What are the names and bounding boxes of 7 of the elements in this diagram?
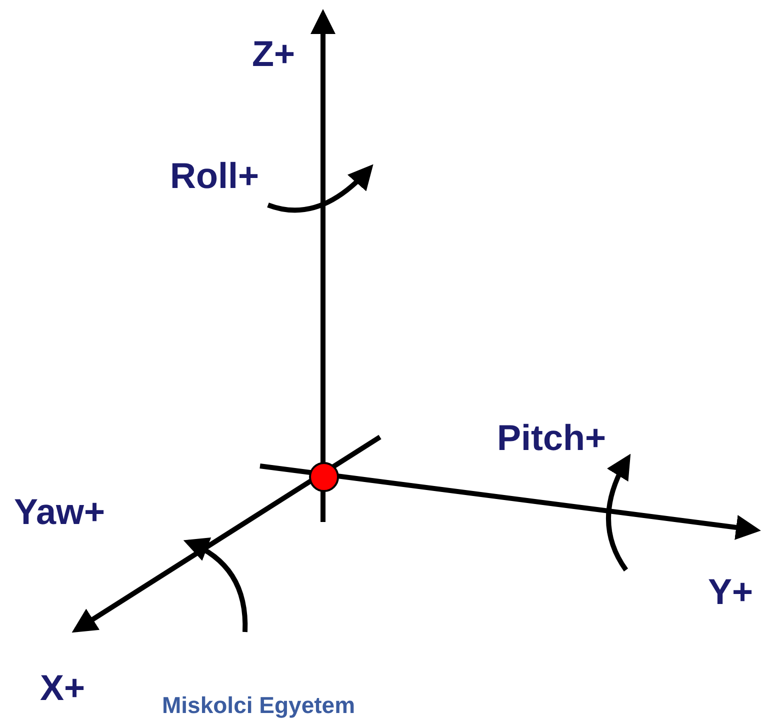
axis-label: Z+ [252, 36, 296, 72]
rotation-label: Pitch+ [497, 420, 606, 456]
axis-label: X+ [40, 670, 86, 706]
caption: Miskolci Egyetem [162, 694, 356, 717]
axis-label: Y+ [708, 574, 754, 610]
rotation-label: Yaw+ [14, 494, 106, 530]
rotation-label: Roll+ [170, 158, 260, 194]
